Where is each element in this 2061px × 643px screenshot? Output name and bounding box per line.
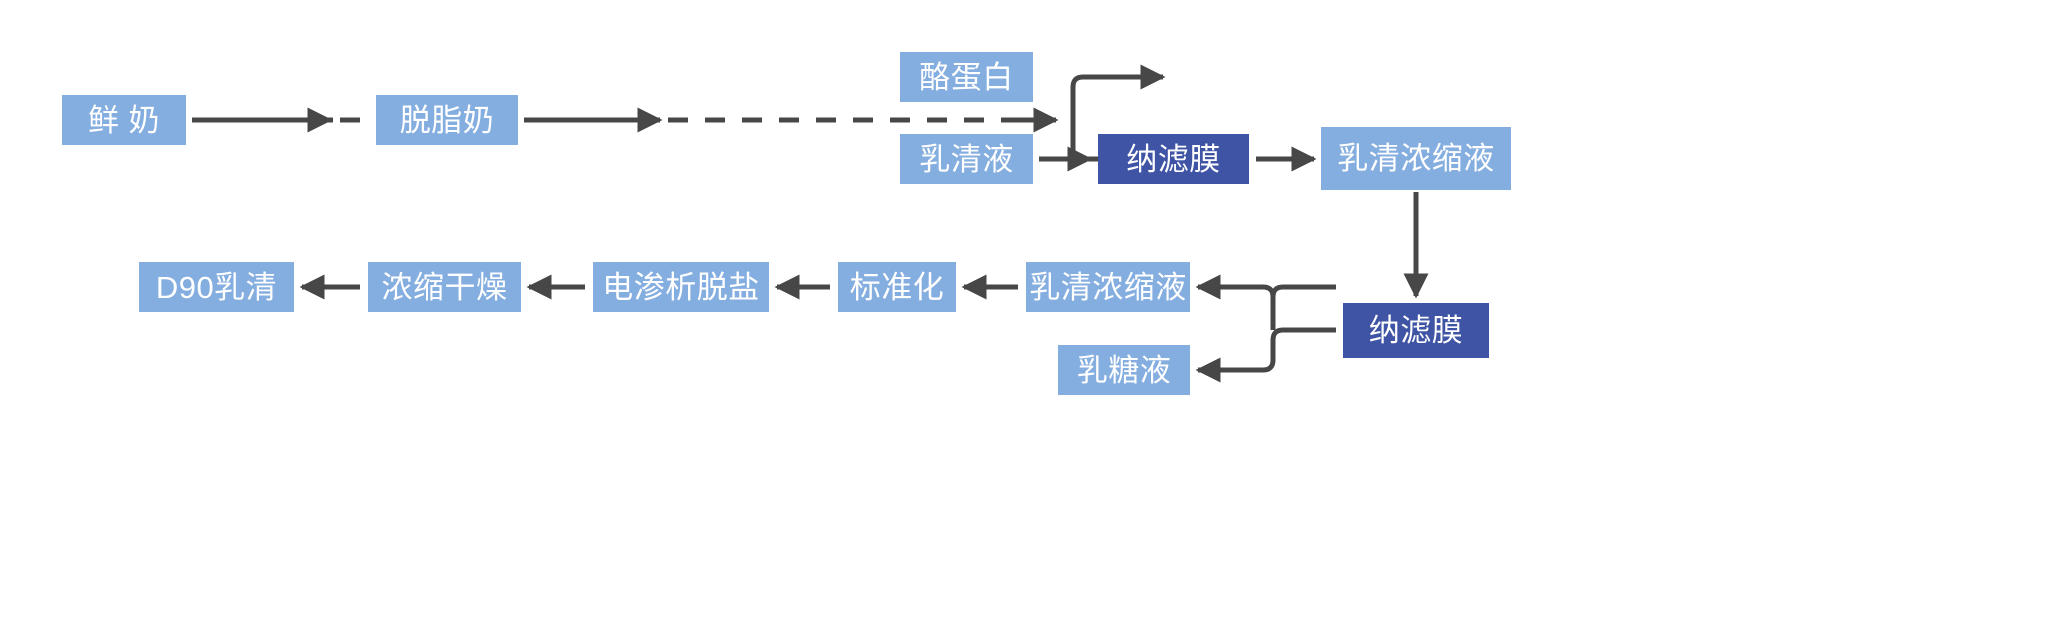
node-whey-concentrate-bottom[interactable]: 乳清浓缩液 <box>1026 262 1190 312</box>
node-nf-membrane-2[interactable]: 纳滤膜 <box>1343 303 1489 358</box>
node-whey-liquid[interactable]: 乳清液 <box>900 134 1033 184</box>
node-whey-concentrate-top[interactable]: 乳清浓缩液 <box>1321 127 1511 190</box>
edge-nf-membrane-2-branch <box>1195 274 1336 383</box>
node-standardization[interactable]: 标准化 <box>838 262 956 312</box>
node-d90-whey[interactable]: D90乳清 <box>139 262 294 312</box>
node-skim-milk[interactable]: 脱脂奶 <box>376 95 518 145</box>
node-lactose-liquid[interactable]: 乳糖液 <box>1058 345 1190 395</box>
node-fresh-milk[interactable]: 鲜 奶 <box>62 95 186 145</box>
node-concentrate-dry[interactable]: 浓缩干燥 <box>368 262 521 312</box>
node-nf-membrane-1[interactable]: 纳滤膜 <box>1098 134 1249 184</box>
node-casein[interactable]: 酪蛋白 <box>900 52 1033 102</box>
node-electrodialysis[interactable]: 电渗析脱盐 <box>593 262 769 312</box>
